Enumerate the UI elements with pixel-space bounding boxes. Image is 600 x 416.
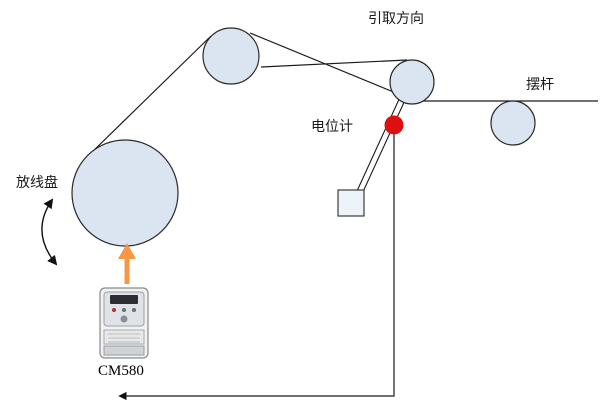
drive-arrow-head-icon bbox=[118, 243, 136, 259]
label-takeup-direction: 引取方向 bbox=[368, 10, 424, 26]
label-potentiometer: 电位计 bbox=[311, 118, 353, 134]
cm580-led-icon bbox=[112, 308, 116, 312]
cm580-base bbox=[103, 345, 145, 356]
potentiometer-dot bbox=[384, 115, 404, 135]
cm580-knob-icon bbox=[120, 315, 128, 323]
swing-rod-line-front bbox=[361, 97, 407, 195]
cm580-device bbox=[99, 287, 149, 359]
cm580-button-icon bbox=[132, 308, 136, 312]
wire-cross-lower bbox=[260, 59, 408, 68]
cm580-button-icon bbox=[122, 308, 126, 312]
top-guide-pulley bbox=[202, 27, 260, 85]
payoff-reel-circle bbox=[71, 139, 179, 247]
dancer-pulley bbox=[389, 59, 435, 105]
label-payoff-reel: 放线盘 bbox=[16, 174, 58, 190]
wire-cross-upper bbox=[249, 32, 414, 101]
right-guide-pulley bbox=[490, 100, 536, 146]
wire-reel-to-top-pulley bbox=[87, 35, 212, 157]
label-swing-rod: 摆杆 bbox=[526, 76, 554, 92]
swing-rod-line-back bbox=[356, 94, 402, 192]
cm580-display bbox=[110, 295, 138, 304]
feedback-signal-line bbox=[118, 134, 395, 401]
counterweight-square bbox=[337, 189, 365, 217]
label-device-model: CM580 bbox=[98, 363, 144, 379]
rotation-double-arrow-icon bbox=[41, 198, 58, 266]
